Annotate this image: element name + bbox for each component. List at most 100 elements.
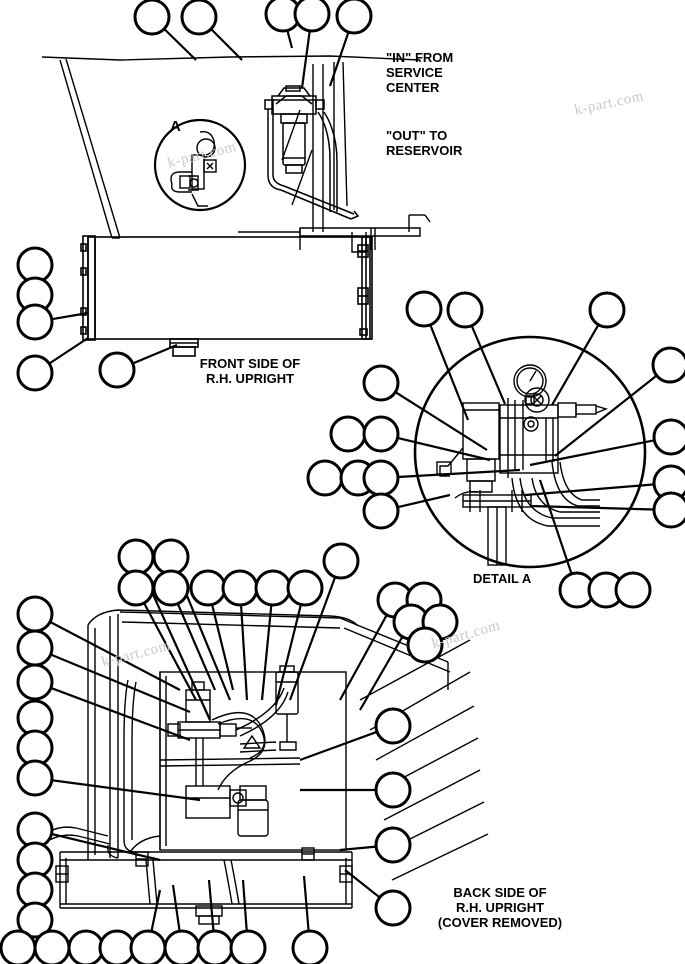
callout-circle[interactable] bbox=[306, 459, 344, 497]
callout-circle[interactable] bbox=[163, 929, 201, 964]
callout-circle[interactable] bbox=[117, 538, 155, 576]
callout-circle[interactable] bbox=[405, 290, 443, 328]
callout-circle[interactable] bbox=[291, 929, 329, 964]
callout-circle[interactable] bbox=[652, 418, 685, 456]
callout-balloon[interactable] bbox=[254, 569, 292, 701]
callout-circle[interactable] bbox=[189, 569, 227, 607]
callout-balloon[interactable] bbox=[551, 291, 626, 406]
callout-circle[interactable] bbox=[588, 291, 626, 329]
callout-balloon[interactable] bbox=[274, 569, 324, 706]
callout-circle[interactable] bbox=[374, 771, 412, 809]
callout-balloon[interactable] bbox=[446, 291, 507, 405]
callout-circle[interactable] bbox=[98, 351, 136, 389]
callout-circle[interactable] bbox=[335, 0, 373, 35]
callout-balloon[interactable] bbox=[221, 569, 259, 701]
callout-leader-line bbox=[397, 468, 521, 479]
callout-circle[interactable] bbox=[329, 415, 367, 453]
callout-circle[interactable] bbox=[98, 929, 136, 964]
callout-balloon[interactable] bbox=[339, 826, 412, 864]
callout-circle[interactable] bbox=[322, 542, 360, 580]
callout-circle[interactable] bbox=[196, 929, 234, 964]
callout-balloon[interactable] bbox=[16, 663, 191, 742]
callout-balloon[interactable] bbox=[16, 811, 161, 862]
callout-balloon[interactable] bbox=[0, 929, 37, 964]
callout-circle[interactable] bbox=[374, 707, 412, 745]
callout-circle[interactable] bbox=[651, 346, 685, 384]
callout-balloon[interactable] bbox=[329, 415, 367, 453]
callout-circle[interactable] bbox=[229, 929, 267, 964]
callout-balloon[interactable] bbox=[180, 0, 243, 61]
callout-balloon[interactable] bbox=[264, 0, 302, 49]
callout-balloon[interactable] bbox=[98, 929, 136, 964]
callout-circle[interactable] bbox=[16, 303, 54, 341]
callout-circle[interactable] bbox=[406, 626, 444, 664]
callout-circle[interactable] bbox=[446, 291, 484, 329]
callout-balloon[interactable] bbox=[163, 884, 201, 964]
callout-balloon[interactable] bbox=[117, 538, 212, 721]
callout-balloon[interactable] bbox=[16, 759, 201, 802]
callout-circle[interactable] bbox=[652, 491, 685, 529]
callout-circle[interactable] bbox=[152, 538, 190, 576]
callout-balloon[interactable] bbox=[16, 303, 89, 341]
callout-circle[interactable] bbox=[362, 364, 400, 402]
callout-balloon[interactable] bbox=[16, 901, 54, 939]
callout-circle[interactable] bbox=[362, 459, 400, 497]
callout-circle[interactable] bbox=[129, 929, 167, 964]
callout-balloon[interactable] bbox=[362, 492, 451, 530]
callout-circle[interactable] bbox=[374, 826, 412, 864]
callout-balloon[interactable] bbox=[362, 459, 521, 497]
callout-circle[interactable] bbox=[16, 759, 54, 797]
callout-balloon[interactable] bbox=[98, 343, 178, 389]
callout-circle[interactable] bbox=[117, 569, 155, 607]
callout-circle[interactable] bbox=[16, 663, 54, 701]
callout-balloon[interactable] bbox=[33, 929, 71, 964]
callout-balloon[interactable] bbox=[538, 479, 596, 609]
callout-balloon[interactable] bbox=[406, 626, 444, 664]
callout-balloon[interactable] bbox=[16, 629, 191, 714]
callout-balloon[interactable] bbox=[129, 889, 167, 964]
callout-balloon[interactable] bbox=[16, 337, 89, 392]
callout-circle[interactable] bbox=[16, 595, 54, 633]
callout-balloon[interactable] bbox=[362, 415, 491, 462]
callout-balloon[interactable] bbox=[293, 0, 331, 89]
callout-circle[interactable] bbox=[362, 492, 400, 530]
callout-balloon[interactable] bbox=[362, 364, 488, 451]
callout-circle[interactable] bbox=[16, 354, 54, 392]
callout-balloon[interactable] bbox=[328, 0, 373, 87]
front-upright-frame bbox=[80, 235, 373, 357]
callout-circle[interactable] bbox=[16, 629, 54, 667]
callout-balloon[interactable] bbox=[614, 571, 652, 609]
callout-balloon[interactable] bbox=[117, 569, 197, 701]
callout-circle[interactable] bbox=[614, 571, 652, 609]
callout-balloon[interactable] bbox=[554, 346, 685, 457]
callout-circle[interactable] bbox=[152, 569, 190, 607]
callout-circle[interactable] bbox=[221, 569, 259, 607]
callout-balloon[interactable] bbox=[67, 929, 105, 964]
callout-circle[interactable] bbox=[180, 0, 218, 36]
callout-balloon[interactable] bbox=[133, 0, 197, 61]
callout-circle[interactable] bbox=[254, 569, 292, 607]
callout-balloon[interactable] bbox=[299, 707, 412, 762]
callout-circle[interactable] bbox=[33, 929, 71, 964]
callout-balloon[interactable] bbox=[152, 569, 217, 691]
callout-circle[interactable] bbox=[67, 929, 105, 964]
callout-circle[interactable] bbox=[362, 415, 400, 453]
callout-balloon[interactable] bbox=[229, 879, 267, 964]
callout-circle[interactable] bbox=[16, 901, 54, 939]
callout-balloon[interactable] bbox=[291, 875, 329, 964]
callout-circle[interactable] bbox=[374, 889, 412, 927]
callout-circle[interactable] bbox=[286, 569, 324, 607]
callout-balloon[interactable] bbox=[288, 542, 360, 701]
callout-circle[interactable] bbox=[293, 0, 331, 33]
callout-balloon[interactable] bbox=[306, 459, 344, 497]
callout-balloon[interactable] bbox=[196, 879, 234, 964]
callout-balloon[interactable] bbox=[300, 771, 412, 809]
callout-circle[interactable] bbox=[0, 929, 37, 964]
callout-balloon[interactable] bbox=[405, 290, 470, 421]
callout-balloon[interactable] bbox=[529, 418, 685, 467]
callout-balloon[interactable] bbox=[189, 569, 235, 691]
callout-balloon[interactable] bbox=[344, 869, 412, 927]
callout-circle[interactable] bbox=[133, 0, 171, 36]
callout-balloon[interactable] bbox=[529, 491, 685, 529]
